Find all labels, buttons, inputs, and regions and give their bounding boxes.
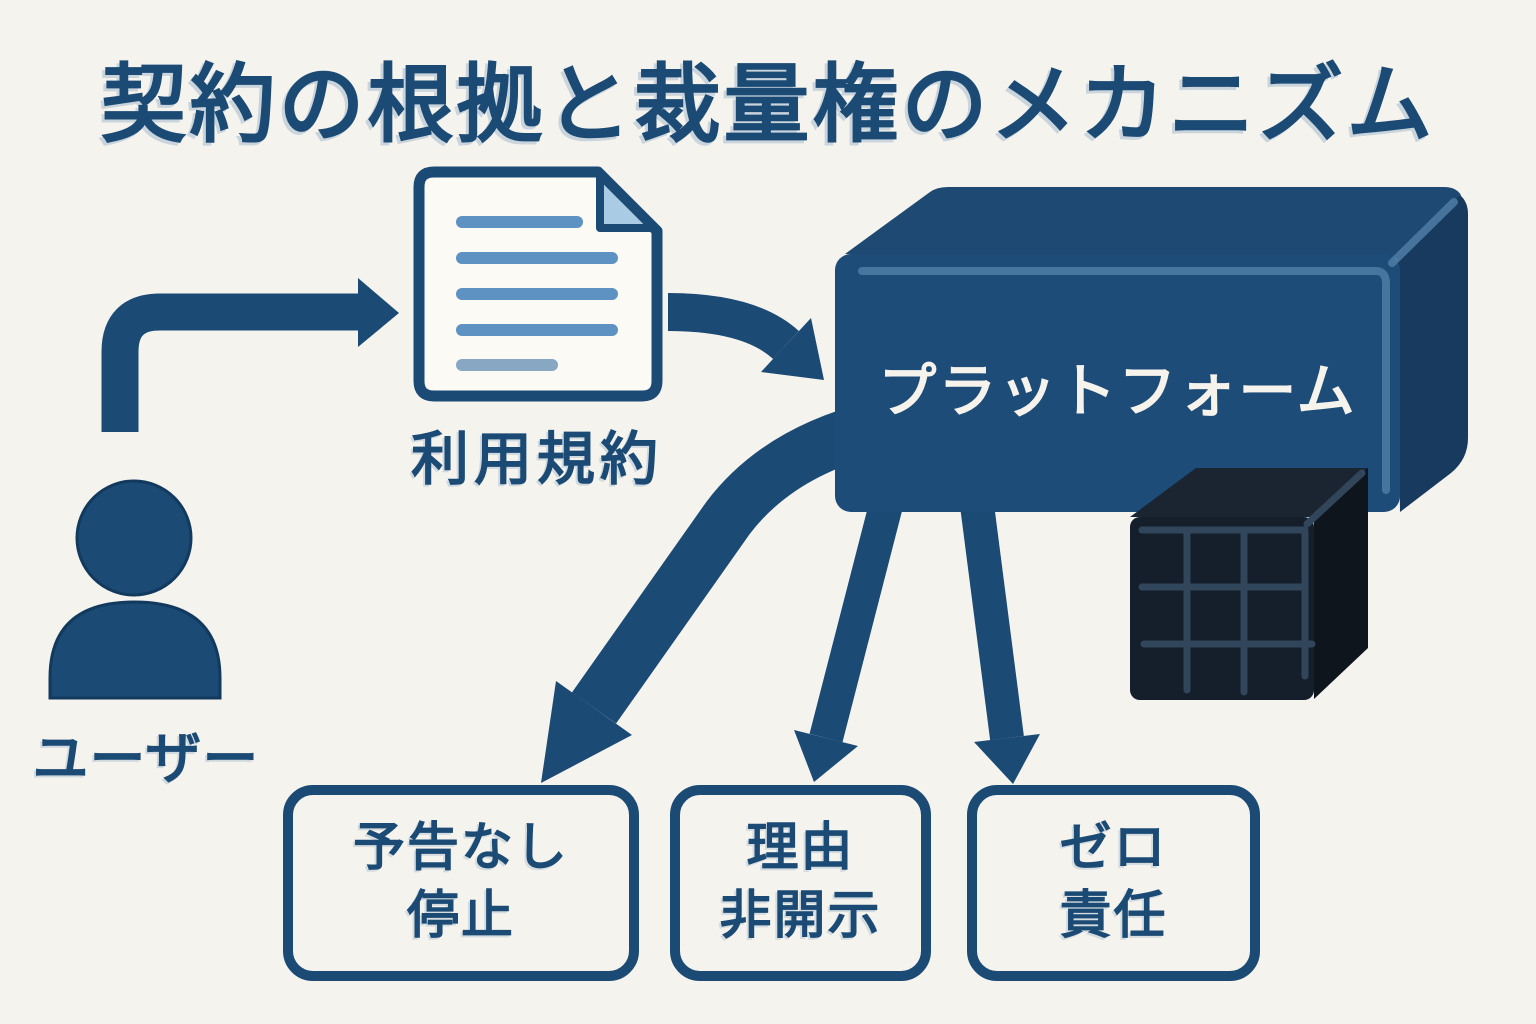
outcome-box-reason-nondisclosure: 理由 非開示 (670, 785, 931, 981)
outcome-label-reason-nondisclosure: 理由 非開示 (719, 819, 882, 945)
platform-label: プラットフォーム (878, 359, 1357, 424)
user-label: ユーザー (32, 727, 260, 790)
arrow-terms-to-platform-icon (667, 293, 824, 380)
diagram-title: 契約の根拠と裁量権のメカニズム (100, 57, 1436, 153)
outcome-label-no-notice-suspension: 予告なし 停止 (352, 819, 569, 945)
black-box-cube-icon (1130, 468, 1368, 700)
outcome-label-zero-liability: ゼロ 責任 (1059, 819, 1168, 945)
user-person-icon (48, 479, 222, 700)
outcome-box-no-notice-suspension: 予告なし 停止 (283, 785, 639, 981)
arrow-platform-to-nondisclosure-icon (794, 500, 903, 782)
terms-label: 利用規約 (410, 427, 663, 492)
arrow-platform-to-zero-liability-icon (960, 502, 1040, 784)
terms-document-icon (413, 166, 663, 402)
outcome-box-zero-liability: ゼロ 責任 (967, 785, 1260, 981)
platform-3d-box-icon (835, 187, 1468, 512)
arrow-user-to-terms-icon (101, 278, 399, 432)
